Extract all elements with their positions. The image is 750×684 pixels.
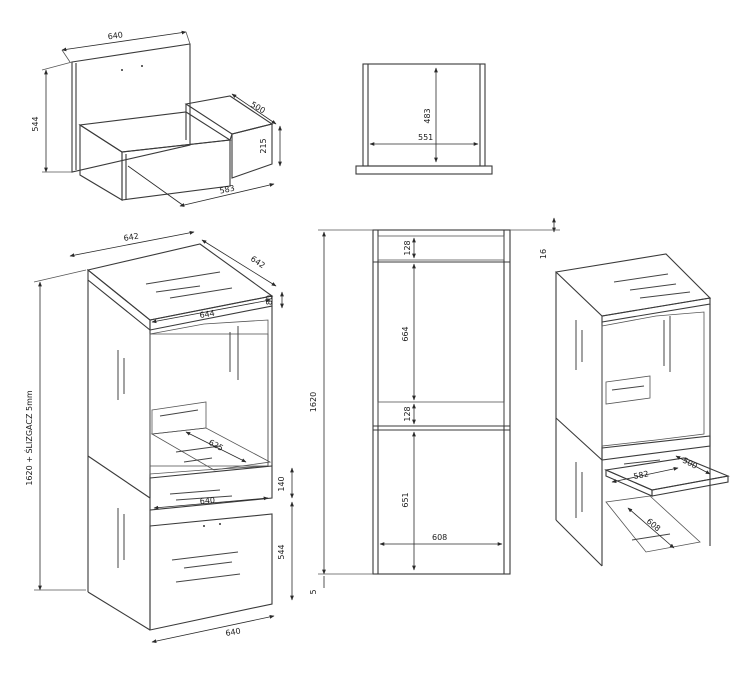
shelf-width-label: 582 [633,469,650,481]
front-width-label-iso: 644 [199,309,216,320]
drawer-front-diagram: 483 551 [355,63,493,175]
drawer-box-height-label: 215 [259,138,268,153]
lower-height-label-front: 651 [401,492,410,507]
drawer-front-height-label: 140 [277,476,286,491]
lower-height-label: 544 [277,544,286,559]
cabinet-open-diagram: 582 500 608 [554,253,730,567]
shelf-depth-label: 625 [207,438,225,453]
bottom-width-label: 640 [225,626,242,638]
drawer-depth-label: 500 [249,100,267,115]
front-view-diagram: 1620 16 128 664 128 651 608 5 [309,217,560,595]
front-width-label: 551 [418,133,433,142]
drawer-width-label: 640 [107,30,123,41]
lower-depth-label: 608 [645,517,662,534]
front-total-height-label: 1620 [309,392,318,412]
top-panel-label: 128 [403,240,412,255]
shelf-depth-label-open: 500 [681,456,699,471]
mid-panel-label: 128 [403,406,412,421]
top-height-label: 80 [265,295,274,305]
drawer-height-label: 544 [31,116,40,131]
top-gap-label: 16 [539,249,548,259]
cabinet-iso-diagram: 625 642 642 644 80 1620 + ŚLIZGACZ 5mm 6… [23,230,294,643]
drawer-box-width-label: 583 [219,184,236,196]
upper-height-label: 664 [401,326,410,341]
top-width-label: 642 [123,231,140,243]
inner-width-label: 608 [432,533,447,542]
drawer-unit-diagram: 640 544 500 215 583 [31,30,282,207]
foot-label: 5 [309,589,318,594]
top-depth-label: 642 [249,254,267,270]
total-height-label: 1620 + ŚLIZGACZ 5mm [23,390,34,486]
drawer-front-width-label: 640 [199,496,215,506]
front-height-label: 483 [423,108,432,123]
